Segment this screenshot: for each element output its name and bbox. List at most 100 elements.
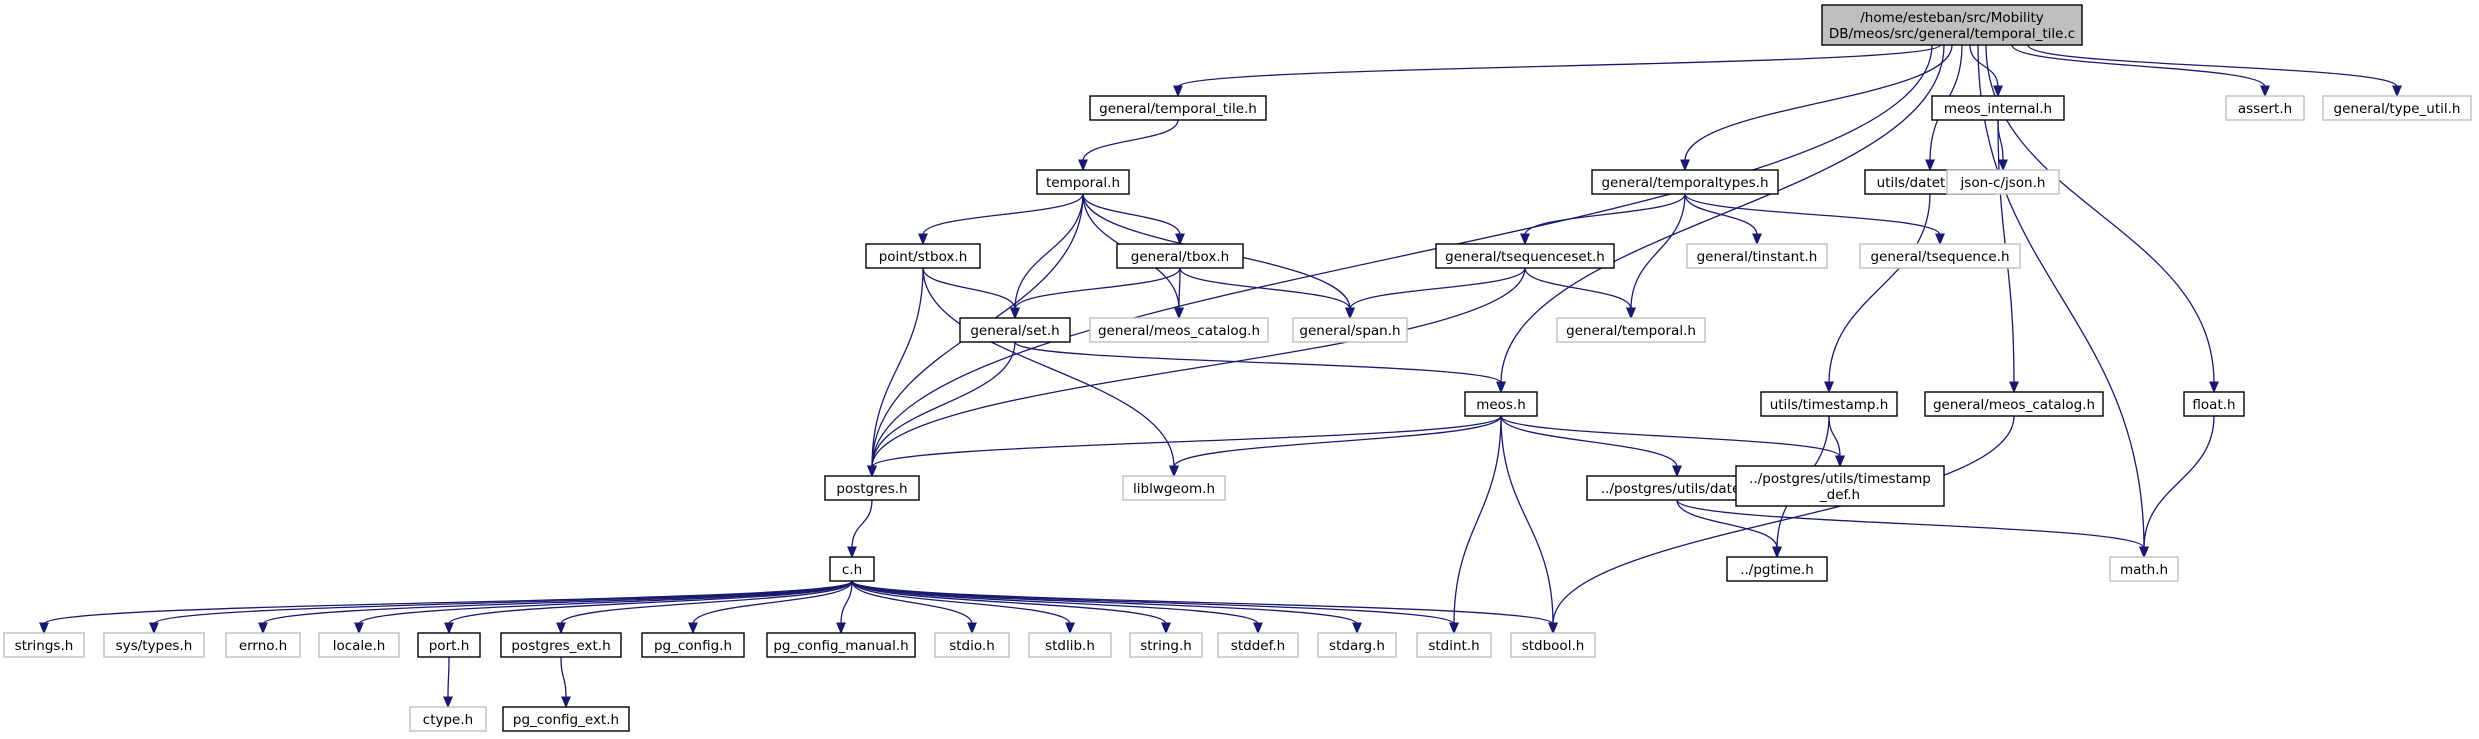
arrowhead (258, 622, 268, 635)
node-box (1036, 169, 1130, 195)
node-box (409, 706, 487, 732)
node-label: point/stbox.h (879, 249, 968, 265)
edge-line (851, 580, 973, 625)
edge-line (1179, 267, 1351, 310)
edge-line (871, 415, 1502, 468)
node-meos-h[interactable]: meos.h (1464, 391, 1538, 417)
node-temporal-tile-h[interactable]: general/temporal_tile.h (1089, 95, 1267, 121)
edge-meos_h-to-postgres_h (867, 415, 1502, 478)
node-pg-config-ext-h[interactable]: pg_config_ext.h (502, 706, 630, 732)
node-label: temporal.h (1046, 175, 1120, 191)
node-pgtime-h[interactable]: ../pgtime.h (1726, 556, 1828, 582)
node-type-util-h: general/type_util.h (2322, 95, 2472, 121)
node-span-h: general/span.h (1292, 317, 1408, 343)
edge-line (1453, 415, 1502, 625)
node-box (934, 632, 1010, 658)
edge-line (1177, 44, 1941, 88)
node-temporaltypes-h[interactable]: general/temporaltypes.h (1591, 169, 1779, 195)
node-label: ../pgtime.h (1740, 562, 1814, 578)
node-box (1416, 632, 1492, 658)
node-errno-h: errno.h (225, 632, 301, 658)
node-pg-config-manual-h[interactable]: pg_config_manual.h (766, 632, 916, 658)
node-tbox-h[interactable]: general/tbox.h (1116, 243, 1244, 269)
node-gtemporal-h: general/temporal.h (1556, 317, 1706, 343)
node-stdio-h: stdio.h (934, 632, 1010, 658)
edge-line (1828, 193, 1931, 384)
node-systypes-h: sys/types.h (103, 632, 205, 658)
node-temporal-h[interactable]: temporal.h (1036, 169, 1130, 195)
edge-c_h-to-port_h (444, 580, 853, 635)
edge-line (1500, 415, 1678, 468)
edge-c_h-to-locale_h (354, 580, 853, 635)
edge-line (1630, 193, 1686, 310)
node-label: _def.h (1819, 487, 1860, 503)
node-label: DB/meos/src/general/temporal_tile.c (1829, 26, 2075, 42)
node-label: pg_config_manual.h (773, 638, 908, 654)
node-stbox-h[interactable]: point/stbox.h (865, 243, 981, 269)
node-box (1217, 632, 1299, 658)
node-box (2322, 95, 2472, 121)
node-label: /home/esteban/src/Mobility (1860, 10, 2044, 26)
edge-line (1082, 119, 1179, 162)
node-box (829, 556, 875, 582)
graph-edges (39, 44, 2402, 709)
arrowhead (2009, 381, 2019, 394)
node-box (1735, 465, 1945, 507)
edge-tsequenceset_h-to-gtemporal_h (1524, 267, 1636, 320)
edge-line (1500, 415, 1554, 625)
edge-root-to-math_h (1977, 44, 2149, 559)
edge-tbox_h-to-set_h (1010, 267, 1181, 320)
arrowhead (1925, 159, 1935, 172)
node-label: general/span.h (1299, 323, 1400, 339)
arrowhead (1672, 465, 1682, 478)
edge-tbox_h-to-meos_catalog_ext (1174, 267, 1184, 320)
edge-line (851, 580, 1358, 625)
node-c-h[interactable]: c.h (829, 556, 875, 582)
node-tsequence-h: general/tsequence.h (1859, 243, 2021, 269)
node-ctype-h: ctype.h (409, 706, 487, 732)
node-pg-config-h[interactable]: pg_config.h (641, 632, 745, 658)
node-root[interactable]: /home/esteban/src/MobilityDB/meos/src/ge… (1821, 4, 2083, 46)
node-port-h[interactable]: port.h (417, 632, 481, 658)
node-float-h[interactable]: float.h (2183, 391, 2245, 417)
edge-meos_h-to-liblwgeom_h (1169, 415, 1502, 478)
node-postgres-ext-h[interactable]: postgres_ext.h (500, 632, 622, 658)
edge-meos_h-to-timestamp_def_h (1500, 415, 1845, 468)
edge-line (1552, 415, 2015, 625)
edge-temporal_tile_h-to-temporal_h (1078, 119, 1179, 172)
node-timestamp-def-h[interactable]: ../postgres/utils/timestamp_def.h (1735, 465, 1945, 507)
arrowhead (1680, 159, 1690, 172)
arrowhead (39, 622, 49, 635)
edge-line (851, 499, 873, 549)
node-set-h[interactable]: general/set.h (959, 317, 1071, 343)
node-label: utils/timestamp.h (1770, 397, 1889, 413)
node-box (1821, 4, 2083, 46)
arrowhead (2209, 381, 2219, 394)
edge-line (1676, 499, 1778, 549)
node-label: general/tsequenceset.h (1445, 249, 1605, 265)
arrowhead (1253, 622, 1263, 635)
node-stdint-h: stdint.h (1416, 632, 1492, 658)
arrowhead (1345, 307, 1355, 320)
node-timestamp-h[interactable]: utils/timestamp.h (1760, 391, 1898, 417)
node-tsequenceset-h[interactable]: general/tsequenceset.h (1435, 243, 1615, 269)
node-box (1089, 317, 1269, 343)
node-meos-catalog-ext: general/meos_catalog.h (1089, 317, 1269, 343)
node-meos-catalog-doc[interactable]: general/meos_catalog.h (1924, 391, 2104, 417)
node-label: general/type_util.h (2334, 101, 2461, 117)
node-box (500, 632, 622, 658)
node-strings-h: strings.h (3, 632, 85, 658)
arrowhead (1752, 233, 1762, 246)
node-label: general/temporal_tile.h (1099, 101, 1257, 117)
edge-c_h-to-pg_config_h (688, 580, 853, 635)
arrowhead (1496, 381, 1506, 394)
node-meos-internal-h[interactable]: meos_internal.h (1931, 95, 2065, 121)
node-postgres-h[interactable]: postgres.h (824, 475, 920, 501)
node-box (824, 475, 920, 501)
node-label: stdio.h (949, 638, 995, 654)
node-locale-h: locale.h (318, 632, 400, 658)
edge-root-to-type_util_h (2027, 44, 2402, 98)
edge-line (153, 580, 853, 625)
node-box (959, 317, 1071, 343)
edge-c_h-to-stdbool_h (851, 580, 1558, 635)
